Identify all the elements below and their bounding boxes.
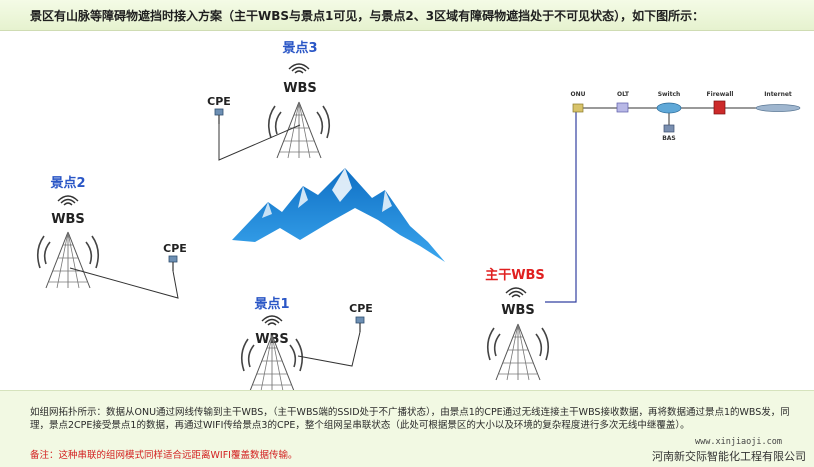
bas-icon [663,124,675,133]
onu-backbone-link [545,110,577,303]
footer: 如组网拓扑所示：数据从ONU通过网线传输到主干WBS，（主干WBS端的SSID处… [0,390,814,467]
cpe2-label: CPE [163,242,187,255]
scenic2-site: 景点2 WBS [36,175,100,289]
wifi-signal-icon [288,63,310,74]
firewall-label: Firewall [707,91,734,98]
wbs-tower-icon [486,323,550,381]
cpe1-label: CPE [349,302,373,315]
page-title: 景区有山脉等障碍物遮挡时接入方案（主干WBS与景点1可见，与景点2、3区域有障碍… [30,9,705,23]
backbone-wbs-label: WBS [501,303,535,318]
scenic3-wbs-label: WBS [283,81,317,96]
cpe3-label: CPE [207,95,231,108]
cpe1-link [297,331,361,367]
internet-label: Internet [764,91,792,98]
scenic3-label: 景点3 [282,40,317,56]
wbs-tower-icon [240,334,304,392]
diagram-canvas: 景点3 WBS CPE 景点2 WBS CPE 景点1 WBS CPE 主干WB… [36,40,801,392]
network-chain: ONU OLT Switch Firewall Internet BAS [571,91,801,142]
bas-label: BAS [662,135,676,142]
olt-icon [616,102,629,113]
mountain-obstacle [232,168,445,262]
cpe2-link [69,267,179,299]
network-diagram: 景点3 WBS CPE 景点2 WBS CPE 景点1 WBS CPE 主干WB… [0,30,814,392]
backbone-site: 主干WBS WBS [485,267,550,381]
firewall-icon [713,100,726,115]
cpe-antenna-icon [168,255,178,272]
backbone-label: 主干WBS [485,267,545,283]
wifi-signal-icon [505,287,527,298]
scenic2-label: 景点2 [50,175,85,191]
scenic3-site: 景点3 WBS [267,40,331,159]
switch-icon [656,102,682,114]
topology-description: 如组网拓扑所示：数据从ONU通过网线传输到主干WBS，（主干WBS端的SSID处… [30,407,790,431]
company-name: 河南新交际智能化工程有限公司 [652,450,806,463]
olt-label: OLT [617,91,630,98]
onu-icon [572,103,584,113]
scenic1-site: 景点1 WBS [240,296,304,392]
footer-note: 备注：这种串联的组网模式同样适合远距离WIFI覆盖数据传输。 [30,450,298,461]
wifi-signal-icon [261,315,283,326]
wifi-signal-icon [57,195,79,206]
wbs-tower-icon [36,231,100,289]
internet-cloud-icon [755,104,801,112]
website-url: www.xinjiaoji.com [695,437,782,447]
cpe-antenna-icon [355,316,365,333]
switch-label: Switch [658,91,681,98]
wbs-tower-icon [267,101,331,159]
scenic1-label: 景点1 [254,296,289,312]
cpe3-link [218,124,301,161]
onu-label: ONU [571,91,586,98]
scenic2-wbs-label: WBS [51,212,85,227]
cpe-antenna-icon [214,108,224,125]
title-bar: 景区有山脉等障碍物遮挡时接入方案（主干WBS与景点1可见，与景点2、3区域有障碍… [0,0,814,31]
